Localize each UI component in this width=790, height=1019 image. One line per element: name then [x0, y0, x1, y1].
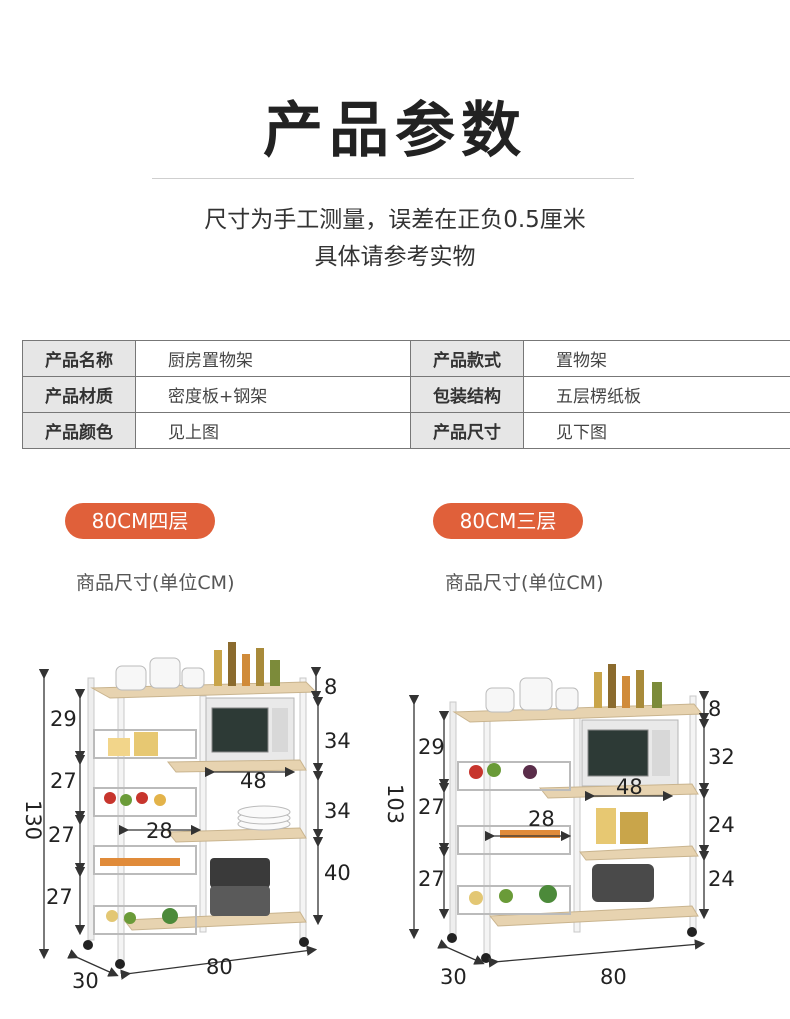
dim-right-1: 8: [708, 697, 721, 721]
size-unit-label: 商品尺寸(单位CM): [445, 572, 604, 594]
dim-right-2: 32: [708, 745, 735, 769]
dim-right-1: 8: [324, 675, 337, 699]
table-row: 产品颜色 见上图 产品尺寸 见下图: [22, 412, 790, 449]
dim-basket-depth: 28: [528, 807, 555, 831]
dimension-labels-three-tier: 103 29 27 27 8 32 24 24 48 28 30 80: [383, 697, 735, 989]
dim-left-1: 29: [50, 707, 77, 731]
size-unit-label: 商品尺寸(单位CM): [76, 572, 235, 594]
dim-right-4: 40: [324, 861, 351, 885]
dim-depth: 30: [72, 969, 99, 993]
spec-value: 密度板+钢架: [135, 376, 411, 413]
dimension-figures: 130 29 27 27 27 8 34 34 40 48 28 30 80: [21, 642, 735, 993]
dim-left-2: 27: [418, 795, 445, 819]
spec-key: 产品颜色: [22, 412, 136, 449]
page-title: 产品参数: [263, 96, 527, 166]
spec-value: 置物架: [523, 340, 790, 377]
dim-shelf-depth: 48: [240, 769, 267, 793]
spec-table: 产品名称 厨房置物架 产品款式 置物架 产品材质 密度板+钢架 包装结构 五层楞…: [22, 340, 790, 449]
spec-value: 厨房置物架: [135, 340, 411, 377]
spec-key: 产品材质: [22, 376, 136, 413]
dim-left-1: 29: [418, 735, 445, 759]
dim-left-3: 27: [48, 823, 75, 847]
variant-badge-four-tier: 80CM四层: [65, 503, 215, 539]
spec-key: 产品名称: [22, 340, 136, 377]
dim-shelf-depth: 48: [616, 775, 643, 799]
dim-height: 103: [383, 784, 407, 824]
dim-right-3: 24: [708, 813, 735, 837]
dimension-lines-four-tier: [38, 666, 324, 980]
variant-badge-three-tier: 80CM三层: [433, 503, 583, 539]
measurement-note: 尺寸为手工测量，误差在正负0.5厘米: [204, 207, 586, 233]
spec-key: 产品尺寸: [410, 412, 524, 449]
spec-value: 五层楞纸板: [523, 376, 790, 413]
dim-right-2: 34: [324, 729, 351, 753]
rack-three-tier-illustration: [447, 664, 704, 963]
spec-key: 包装结构: [410, 376, 524, 413]
dim-width: 80: [600, 965, 627, 989]
dimension-lines-three-tier: [408, 690, 710, 968]
dim-left-4: 27: [46, 885, 73, 909]
table-row: 产品名称 厨房置物架 产品款式 置物架: [22, 340, 790, 377]
dimension-labels-four-tier: 130 29 27 27 27 8 34 34 40 48 28 30 80: [21, 675, 351, 993]
dim-right-4: 24: [708, 867, 735, 891]
spec-value: 见下图: [523, 412, 790, 449]
rack-four-tier-illustration: [83, 642, 318, 969]
reference-note: 具体请参考实物: [314, 244, 476, 270]
dim-left-3: 27: [418, 867, 445, 891]
dim-depth: 30: [440, 965, 467, 989]
dim-right-3: 34: [324, 799, 351, 823]
title-divider: [152, 178, 634, 179]
table-row: 产品材质 密度板+钢架 包装结构 五层楞纸板: [22, 376, 790, 413]
spec-value: 见上图: [135, 412, 411, 449]
spec-key: 产品款式: [410, 340, 524, 377]
dim-left-2: 27: [50, 769, 77, 793]
dim-height: 130: [21, 800, 45, 840]
dim-width: 80: [206, 955, 233, 979]
dim-basket-depth: 28: [146, 819, 173, 843]
